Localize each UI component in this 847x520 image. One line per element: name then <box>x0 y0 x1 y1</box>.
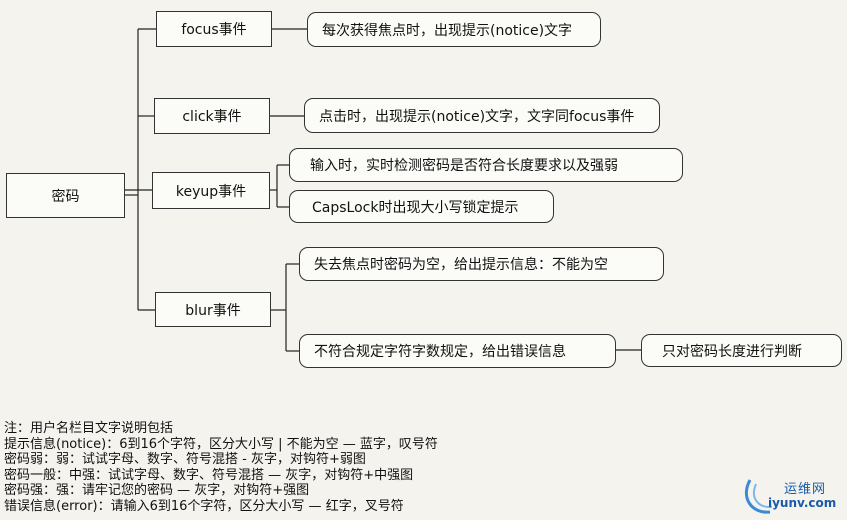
detail-keyup-2: CapsLock时出现大小写锁定提示 <box>289 190 554 223</box>
watermark-swoosh-icon <box>744 479 773 514</box>
note-line: 密码弱：弱：试试字母、数字、符号混搭 - 灰字，对钩符+弱图 <box>4 452 366 467</box>
detail-blur-3: 只对密码长度进行判断 <box>641 334 842 367</box>
event-node-keyup: keyup事件 <box>152 172 270 209</box>
watermark-en: iyunv.com <box>768 496 837 510</box>
watermark-cn: 运维网 <box>784 482 827 497</box>
detail-blur-2: 不符合规定字符字数规定，给出错误信息 <box>299 334 616 368</box>
root-node-password: 密码 <box>6 173 125 218</box>
detail-focus: 每次获得焦点时，出现提示(notice)文字 <box>307 12 601 47</box>
note-line: 密码一般：中强：试试字母、数字、符号混搭 — 灰字，对钩符+中强图 <box>4 467 414 483</box>
event-node-click: click事件 <box>154 98 270 134</box>
detail-click: 点击时，出现提示(notice)文字，文字同focus事件 <box>304 98 660 133</box>
notes-block: 注：用户名栏目文字说明包括 提示信息(notice)：6到16个字符，区分大小写… <box>4 421 438 514</box>
detail-keyup-1: 输入时，实时检测密码是否符合长度要求以及强弱 <box>289 148 683 182</box>
detail-blur-1: 失去焦点时密码为空，给出提示信息：不能为空 <box>299 247 664 281</box>
event-node-focus: focus事件 <box>156 11 272 47</box>
note-line: 注：用户名栏目文字说明包括 <box>4 421 174 436</box>
note-line: 错误信息(error)：请输入6到16个字符，区分大小写 — 红字，叉号符 <box>4 498 404 514</box>
note-line: 提示信息(notice)：6到16个字符，区分大小写 | 不能为空 — 蓝字，叹… <box>4 436 438 452</box>
watermark-logo: 运维网 iyunv.com <box>742 474 842 516</box>
note-line: 密码强：强：请牢记您的密码 — 灰字，对钩符+强图 <box>4 483 310 498</box>
event-node-blur: blur事件 <box>155 292 271 327</box>
